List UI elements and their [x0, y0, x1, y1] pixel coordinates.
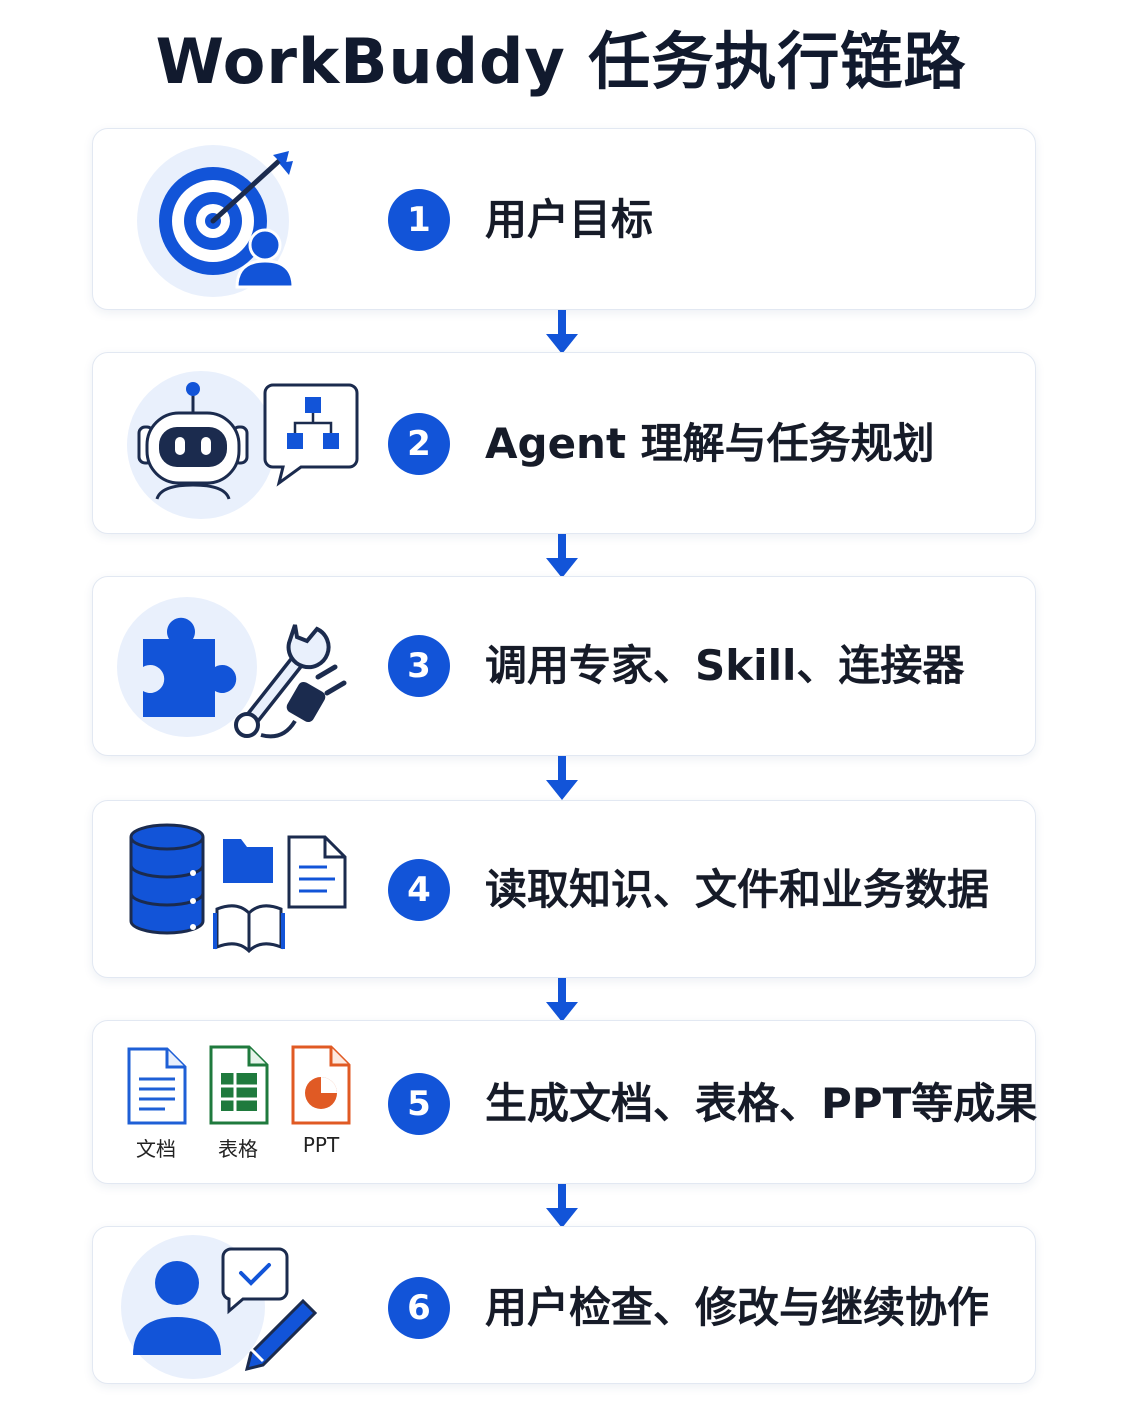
file-caption-sheet: 表格 — [218, 1137, 258, 1161]
step-card-3: 3 调用专家、Skill、连接器 — [92, 576, 1036, 756]
arrow-down-icon — [546, 534, 578, 578]
arrow-down-icon — [546, 978, 578, 1022]
user-review-edit-icon — [113, 1227, 383, 1383]
step-number-5: 5 — [388, 1073, 450, 1135]
step-card-4: 4 读取知识、文件和业务数据 — [92, 800, 1036, 978]
arrow-down-icon — [546, 310, 578, 354]
output-files-icon: 文档 表格 PPT — [113, 1021, 383, 1183]
step-label-3: 调用专家、Skill、连接器 — [485, 641, 965, 690]
arrow-down-icon — [546, 1184, 578, 1228]
step-card-1: 1 用户目标 — [92, 128, 1036, 310]
robot-planning-icon — [113, 353, 383, 533]
step-label-2: Agent 理解与任务规划 — [485, 419, 935, 468]
step-number-1: 1 — [388, 189, 450, 251]
step-label-5: 生成文档、表格、PPT等成果 — [485, 1079, 1038, 1128]
step-label-4: 读取知识、文件和业务数据 — [485, 865, 990, 914]
file-caption-doc: 文档 — [136, 1137, 176, 1161]
step-number-2: 2 — [388, 413, 450, 475]
puzzle-wrench-plug-icon — [113, 577, 383, 755]
arrow-down-icon — [546, 756, 578, 800]
file-caption-ppt: PPT — [302, 1133, 340, 1157]
step-label-1: 用户目标 — [485, 195, 654, 244]
step-number-4: 4 — [388, 859, 450, 921]
step-label-6: 用户检查、修改与继续协作 — [485, 1283, 990, 1332]
database-files-icon — [113, 801, 383, 977]
step-card-6: 6 用户检查、修改与继续协作 — [92, 1226, 1036, 1384]
step-card-5: 文档 表格 PPT 5 生成文档、表格、PPT等成果 — [92, 1020, 1038, 1184]
step-number-6: 6 — [388, 1277, 450, 1339]
target-user-icon — [113, 129, 383, 309]
page-title: WorkBuddy 任务执行链路 — [155, 25, 967, 98]
step-number-3: 3 — [388, 635, 450, 697]
step-card-2: 2 Agent 理解与任务规划 — [92, 352, 1036, 534]
